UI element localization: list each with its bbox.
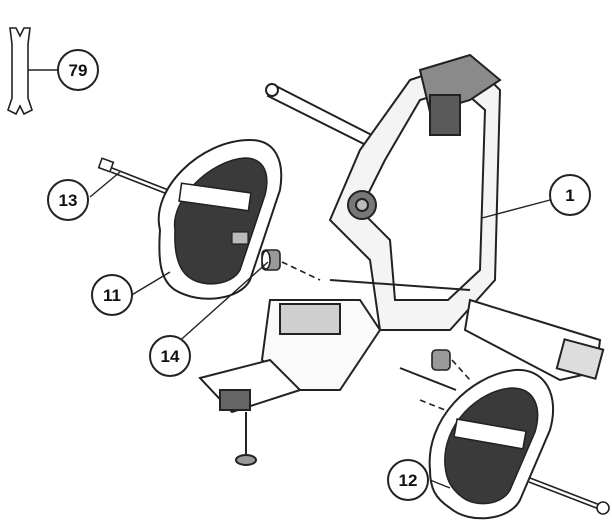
main-frame	[198, 53, 605, 466]
callout-14-number: 14	[161, 347, 180, 366]
callout-1: 1	[549, 174, 591, 216]
pedal-right	[428, 368, 610, 520]
callout-11: 11	[91, 274, 133, 316]
spacer-14	[261, 249, 321, 281]
pedal-left	[157, 138, 283, 300]
callout-14: 14	[149, 335, 191, 377]
callout-13-number: 13	[59, 191, 78, 210]
leader-lines	[89, 171, 551, 489]
callout-79: 79	[57, 49, 99, 91]
callout-12-number: 12	[399, 471, 418, 490]
callout-79-number: 79	[69, 61, 88, 80]
wrench-tool	[7, 27, 58, 116]
callout-11-number: 11	[103, 286, 121, 305]
callout-13: 13	[47, 179, 89, 221]
callout-1-number: 1	[565, 186, 574, 205]
callout-12: 12	[387, 459, 429, 501]
